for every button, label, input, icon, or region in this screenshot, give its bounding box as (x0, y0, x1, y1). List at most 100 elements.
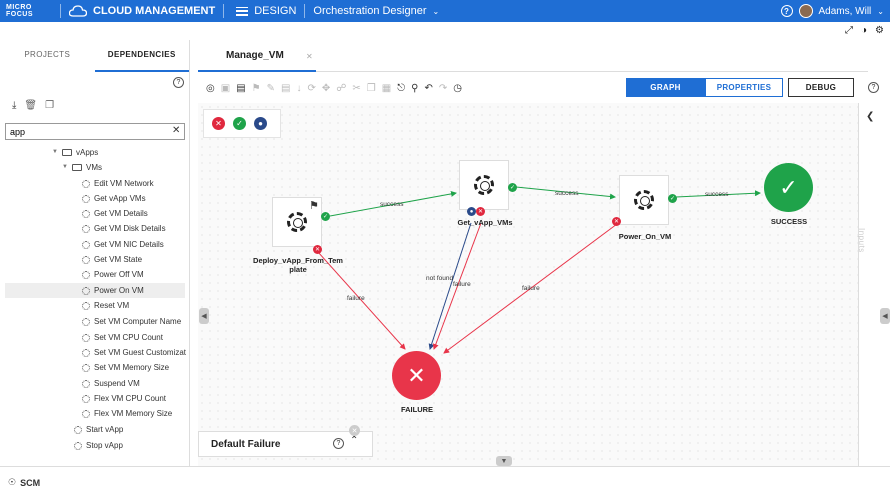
section-design[interactable]: DESIGN (254, 5, 297, 17)
help-icon[interactable]: ? (173, 77, 184, 88)
tree-item[interactable]: Set VM Computer Name (82, 314, 181, 329)
help-icon[interactable]: ? (780, 5, 793, 17)
expand-arrow-icon[interactable]: ▼ (62, 164, 68, 170)
chevron-up-icon[interactable]: ⌃ (350, 435, 359, 446)
success-terminal[interactable]: ✓ (764, 163, 813, 212)
success-badge-icon[interactable]: ✓ (668, 194, 677, 203)
tree-item[interactable]: Get VM Disk Details (82, 221, 166, 236)
search-input[interactable] (5, 123, 185, 140)
copy-icon[interactable]: ❐ (45, 100, 55, 111)
tree-item[interactable]: Reset VM (82, 298, 129, 313)
tree-item[interactable]: Get VM State (82, 252, 142, 267)
tree-folder[interactable]: ▼vApps (52, 145, 98, 160)
operation-icon (74, 425, 82, 434)
cloud-icon (69, 5, 87, 17)
inputs-tab[interactable]: Inputs (857, 228, 866, 253)
close-icon[interactable]: ✕ (349, 425, 360, 436)
document-icon[interactable]: ▤ (236, 82, 246, 94)
undo-icon[interactable]: ↶ (424, 82, 433, 94)
failure-icon[interactable]: ✕ (212, 117, 225, 130)
user-badge-icon[interactable]: ● (467, 207, 476, 216)
tree-item[interactable]: Power Off VM (82, 267, 144, 282)
help-icon[interactable]: ? (333, 438, 344, 449)
tree-item[interactable]: Set VM Memory Size (82, 360, 169, 375)
clipboard-icon[interactable]: ▤ (281, 82, 291, 94)
save-icon[interactable]: ▣ (220, 82, 231, 94)
gear-icon[interactable]: ⚙ (875, 25, 884, 36)
history-icon[interactable]: ◷ (453, 82, 462, 94)
layout-icon[interactable]: ⎋ (397, 82, 406, 94)
tree-item[interactable]: Start vApp (74, 422, 123, 437)
target-icon[interactable]: ◎ (206, 82, 215, 94)
scm-label[interactable]: SCM (20, 477, 41, 488)
node-get-vapp-vms[interactable] (459, 160, 509, 210)
failure-terminal[interactable]: ✕ (392, 351, 441, 400)
chevron-down-icon[interactable]: ⌄ (432, 6, 440, 16)
node-deploy-vapp[interactable] (272, 197, 322, 247)
redo-icon[interactable]: ↷ (438, 82, 448, 94)
tree-item[interactable]: Get VM NIC Details (82, 237, 164, 252)
operation-icon (82, 333, 90, 342)
collapse-left-icon[interactable]: ◀ (199, 308, 209, 324)
success-badge-icon[interactable]: ✓ (321, 212, 330, 221)
user-icon[interactable]: ● (254, 117, 267, 130)
failure-badge-icon[interactable]: ✕ (476, 207, 485, 216)
tree-item[interactable]: Edit VM Network (82, 176, 154, 191)
move-icon[interactable]: ✥ (321, 82, 331, 94)
expand-arrow-icon[interactable]: ▼ (52, 149, 58, 155)
close-icon[interactable]: ✕ (306, 52, 313, 61)
contrast-icon[interactable]: ◑ (860, 25, 868, 36)
tree-item[interactable]: Flex VM CPU Count (82, 391, 166, 406)
download-icon[interactable]: ⤓ (12, 100, 17, 111)
tree-item[interactable]: Get vApp VMs (82, 191, 146, 206)
copy-icon[interactable]: ❐ (366, 82, 376, 94)
flow-canvas[interactable] (198, 103, 858, 466)
workspace-selector[interactable]: Orchestration Designer (313, 5, 427, 17)
properties-button[interactable]: PROPERTIES (705, 78, 783, 97)
tree-item[interactable]: Get VM Details (82, 206, 148, 221)
collapse-bottom-icon[interactable]: ▼ (496, 456, 512, 466)
tree-item[interactable]: Stop vApp (74, 438, 123, 453)
debug-button[interactable]: DEBUG (788, 78, 854, 97)
tab-projects[interactable]: PROJECTS (24, 50, 71, 59)
menu-icon[interactable] (236, 6, 249, 16)
chevron-down-icon[interactable]: ⌄ (877, 6, 884, 16)
chevron-left-icon[interactable]: ❮ (866, 111, 875, 122)
clear-icon[interactable]: ✕ (172, 125, 181, 136)
expand-icon[interactable]: ⤢ (844, 25, 853, 36)
tree-item-label: Suspend VM (94, 379, 140, 388)
tree-item[interactable]: Flex VM Memory Size (82, 406, 172, 421)
tree-item[interactable]: Power On VM (5, 283, 185, 298)
default-failure-panel[interactable]: Default Failure (198, 431, 373, 457)
success-badge-icon[interactable]: ✓ (508, 183, 517, 192)
operation-icon (82, 301, 90, 310)
paste-icon[interactable]: ▦ (381, 82, 392, 94)
collapse-right-icon[interactable]: ◀ (880, 308, 890, 324)
tree-item-label: Get VM State (94, 255, 143, 264)
editor-toolbar: ◎ ▣ ▤ ⚑ ✎ ▤ ↓ ⟳ ✥ ☍ ✂ ❐ ▦ ⎋ ⚲ ↶ ↷ ◷ GRAP… (198, 75, 858, 101)
refresh-icon[interactable]: ⟳ (307, 82, 316, 94)
tab-manage-vm[interactable]: Manage_VM (198, 40, 316, 72)
help-icon[interactable]: ? (868, 82, 879, 93)
flag-icon[interactable]: ⚑ (251, 82, 261, 94)
arrow-down-icon[interactable]: ↓ (296, 82, 302, 94)
success-icon[interactable]: ✓ (233, 117, 246, 130)
scm-icon[interactable]: ☉ (8, 477, 17, 487)
edit-icon[interactable]: ✎ (266, 82, 275, 94)
avatar[interactable] (798, 4, 813, 18)
tree-item[interactable]: Set VM CPU Count (82, 330, 163, 345)
tree-item-label: Set VM Computer Name (94, 317, 182, 326)
tree-folder[interactable]: ▼VMs (62, 160, 102, 175)
tree-item[interactable]: Suspend VM (82, 376, 140, 391)
cut-icon[interactable]: ✂ (352, 82, 361, 94)
tree-item[interactable]: Set VM Guest Customizat (82, 345, 186, 360)
user-name[interactable]: Adams, Will (818, 5, 872, 17)
tab-dependencies[interactable]: DEPENDENCIES (94, 40, 189, 72)
trash-icon[interactable]: 🗑 (24, 100, 38, 111)
graph-button[interactable]: GRAPH (626, 78, 705, 97)
failure-badge-icon[interactable]: ✕ (612, 217, 621, 226)
zoom-icon[interactable]: ⚲ (411, 82, 419, 94)
link-icon[interactable]: ☍ (336, 82, 347, 94)
failure-badge-icon[interactable]: ✕ (313, 245, 322, 254)
node-power-on-vm[interactable] (619, 175, 669, 225)
